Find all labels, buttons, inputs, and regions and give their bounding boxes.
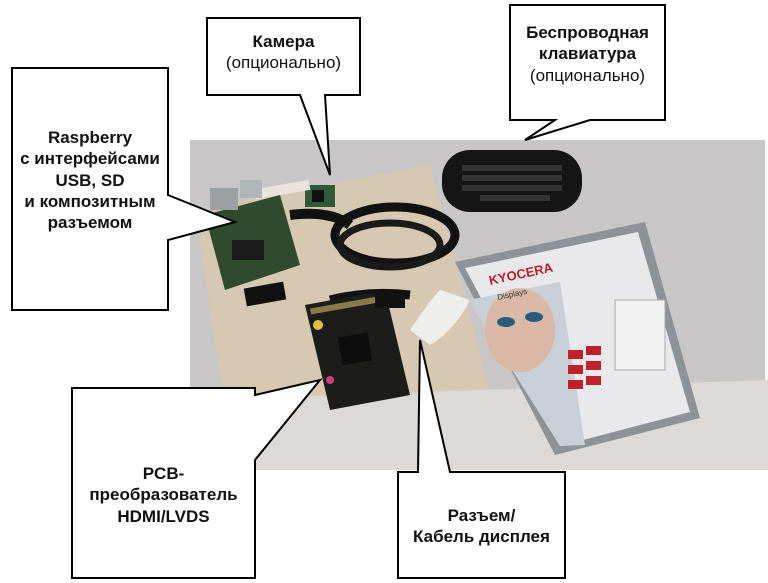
keyboard-label: Беспроводная клавиатура (опционально) [510, 22, 665, 86]
raspberry-callout-box [11, 67, 239, 311]
camera-callout-box [206, 17, 361, 176]
cable-line1: Разъем/ [447, 506, 516, 525]
cable-line2: Кабель дисплея [413, 527, 550, 547]
camera-title: Камера [252, 32, 315, 51]
hdmi-cable [330, 202, 460, 268]
raspberry-line3: USB, SD [55, 170, 125, 190]
keyboard-callout-box [509, 4, 666, 141]
camera-note: (опционально) [225, 53, 342, 73]
pcb-label: PCB-преобразователь HDMI/LVDS [72, 463, 255, 527]
keyboard-title-line2: клавиатура [538, 44, 637, 64]
cable-label: Разъем/ Кабель дисплея [398, 505, 565, 548]
keyboard-title-line1: Беспроводная [526, 23, 649, 42]
raspberry-line2: с интерфейсами [20, 149, 160, 169]
camera-label: Камера (опционально) [207, 31, 360, 74]
raspberry-line1: Raspberry [47, 128, 133, 147]
pcb-line2: HDMI/LVDS [117, 506, 210, 526]
raspberry-label: Raspberry с интерфейсами USB, SD и компо… [12, 127, 168, 233]
cable-callout-box [397, 339, 566, 579]
ribbon-cable [410, 290, 470, 345]
raspberry-line5: разъемом [47, 213, 133, 232]
pcb-callout-box [71, 378, 323, 579]
lcd-display-screen [465, 232, 690, 446]
keyboard-note: (опционально) [529, 65, 646, 85]
raspberry-line4: и композитным [24, 191, 156, 211]
pcb-line1: PCB-преобразователь [89, 464, 238, 505]
